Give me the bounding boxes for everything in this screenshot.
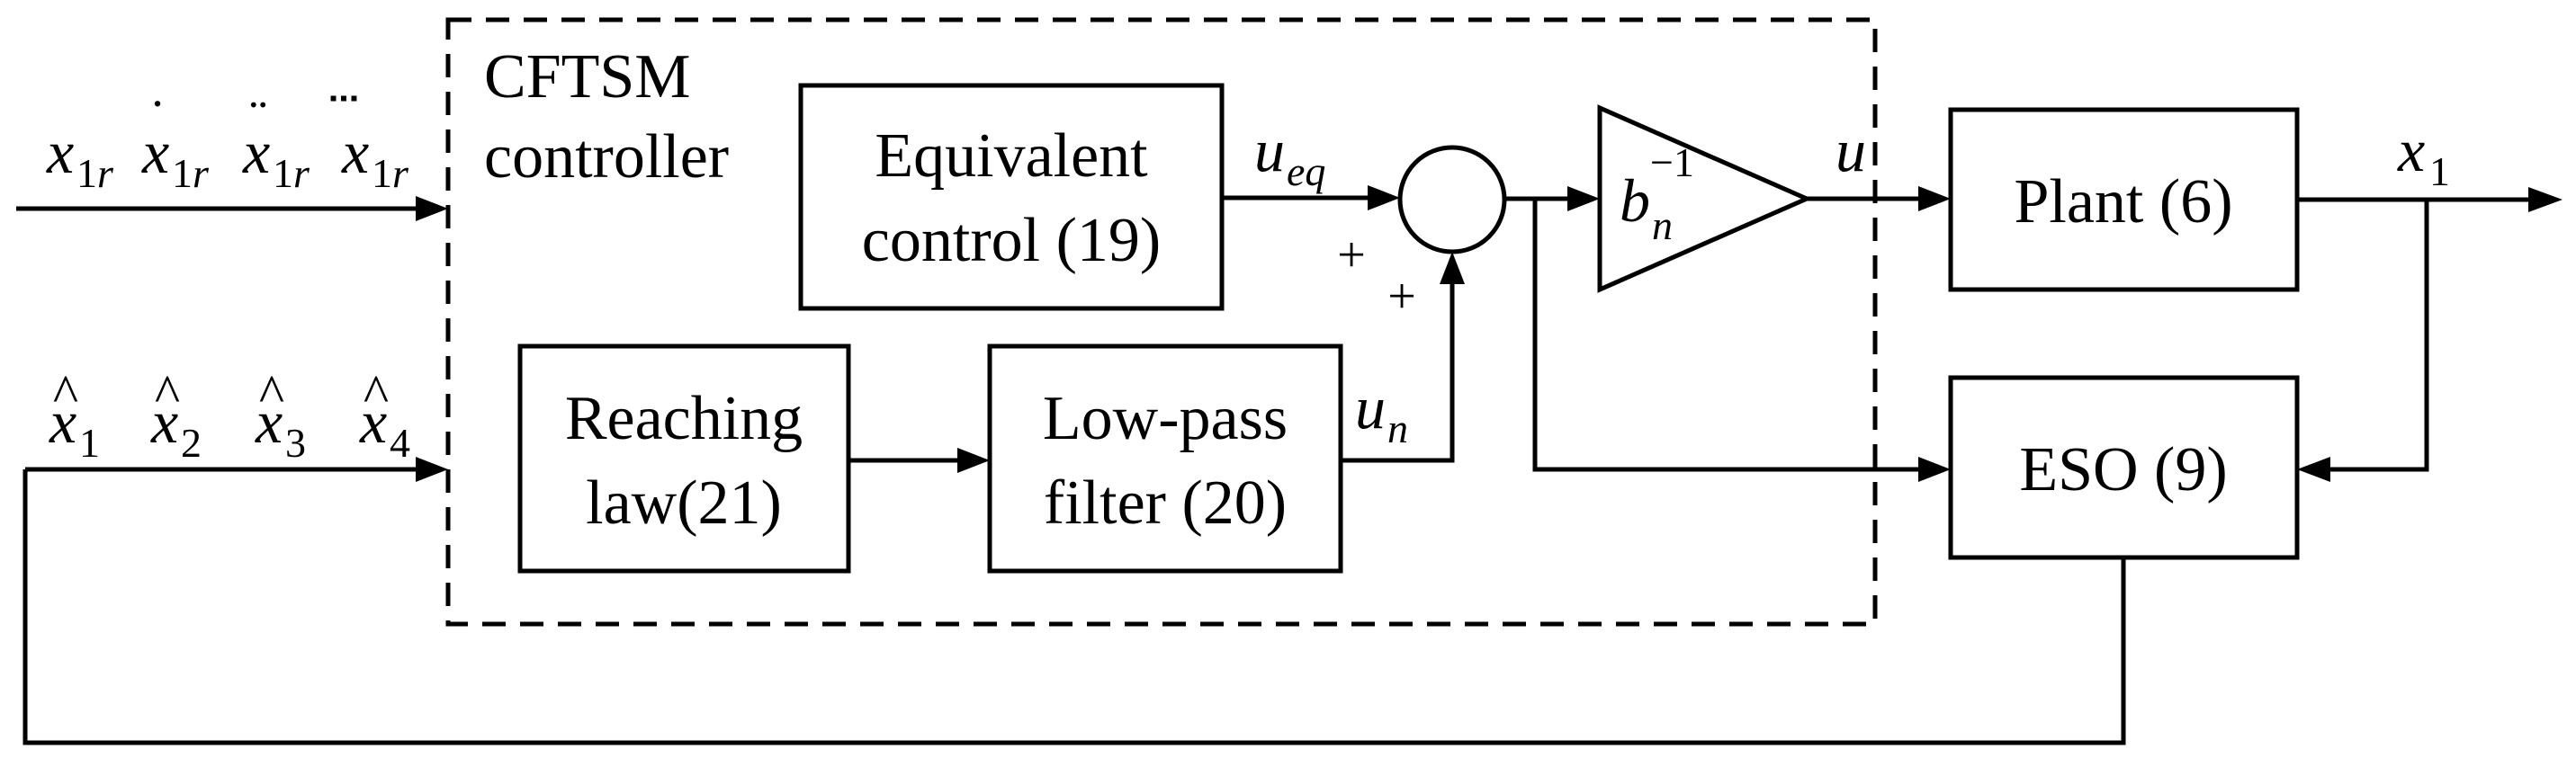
feedback-loop-line <box>22 469 2126 745</box>
reference-input-subscript-var: r <box>392 150 409 196</box>
arrowhead-filter <box>957 448 990 473</box>
reaching-law-label-line2: law(21) <box>586 468 782 538</box>
x1-output-symbol: x <box>2397 116 2425 184</box>
estimated-state-symbol: x <box>255 388 283 456</box>
controller-boundary <box>445 17 1878 627</box>
arrowhead-eso-right <box>2297 457 2330 482</box>
reference-input-subscript-var: r <box>97 150 114 196</box>
controller-title-line1: CFTSM <box>484 42 691 111</box>
estimated-state-symbol: x <box>150 388 178 456</box>
gain-superscript: −1 <box>1650 139 1694 185</box>
ueq-symbol: u <box>1254 116 1285 184</box>
x1-feedback-line <box>2330 200 2429 472</box>
reference-input-dot-accent: ⃛ <box>330 95 357 102</box>
arrowhead-estimates <box>416 457 448 482</box>
estimated-state-hat-accent: ^ <box>364 364 389 424</box>
estimated-state-symbol: x <box>49 388 76 456</box>
un-line <box>1341 284 1455 463</box>
un-subscript: n <box>1387 406 1408 451</box>
estimated-state-subscript: 2 <box>181 420 202 466</box>
eso-label: ESO (9) <box>2019 435 2227 504</box>
arrowhead-eso-left <box>1918 457 1951 482</box>
estimated-state-symbol: x <box>359 388 387 456</box>
reference-input-subscript: 1 <box>372 150 392 196</box>
sum-sign-left: + <box>1337 227 1366 283</box>
estimated-state-hat-accent: ^ <box>155 364 180 424</box>
reference-input-dot-accent: ˙ <box>148 89 166 148</box>
plant-block <box>1948 107 2300 292</box>
reaching-law-block <box>517 343 851 574</box>
equivalent-control-label-line1: Equivalent <box>875 121 1148 191</box>
control-to-eso-line <box>1532 199 1918 472</box>
arrowhead-reference <box>416 196 448 221</box>
reference-input-subscript: 1 <box>172 150 193 196</box>
reference-input-symbol: x <box>242 118 270 186</box>
arrowhead-plant <box>1918 186 1951 211</box>
equivalent-control-block <box>798 83 1225 311</box>
u-symbol: u <box>1836 116 1866 184</box>
sum-sign-bottom: + <box>1387 269 1416 325</box>
equivalent-control-label-line2: control (19) <box>862 206 1161 275</box>
reference-input-subscript: 1 <box>76 150 97 196</box>
estimated-state-hat-accent: ^ <box>259 364 284 424</box>
plant-label: Plant (6) <box>2014 167 2232 236</box>
reference-input-subscript: 1 <box>273 150 293 196</box>
low-pass-filter-label-line2: filter (20) <box>1044 468 1287 538</box>
reference-input-subscript-var: r <box>293 150 310 196</box>
arrowhead-gain <box>1567 186 1600 211</box>
reference-input-symbol: x <box>341 118 369 186</box>
arrowhead-ueq <box>1368 185 1400 210</box>
estimated-state-subscript: 4 <box>390 420 410 466</box>
estimated-state-subscript: 1 <box>79 420 100 466</box>
gain-subscript: n <box>1652 202 1673 248</box>
controller-title-line2: controller <box>484 122 729 192</box>
reference-input-symbol: x <box>141 118 169 186</box>
arrowhead-output <box>2528 187 2563 212</box>
gain-symbol: b <box>1620 166 1650 235</box>
reference-input-dot-accent: ¨ <box>249 89 267 148</box>
estimated-state-hat-accent: ^ <box>53 364 78 424</box>
low-pass-filter-label-line1: Low-pass <box>1043 384 1288 453</box>
un-symbol: u <box>1355 373 1386 441</box>
reaching-law-label-line1: Reaching <box>565 384 803 453</box>
estimated-state-subscript: 3 <box>285 420 306 466</box>
arrowhead-un <box>1440 252 1465 284</box>
reference-input-symbol: x <box>46 118 74 186</box>
summing-junction <box>1397 145 1507 254</box>
x1-output-subscript: 1 <box>2429 148 2450 194</box>
reference-input-subscript-var: r <box>193 150 210 196</box>
ueq-subscript: eq <box>1287 148 1325 194</box>
